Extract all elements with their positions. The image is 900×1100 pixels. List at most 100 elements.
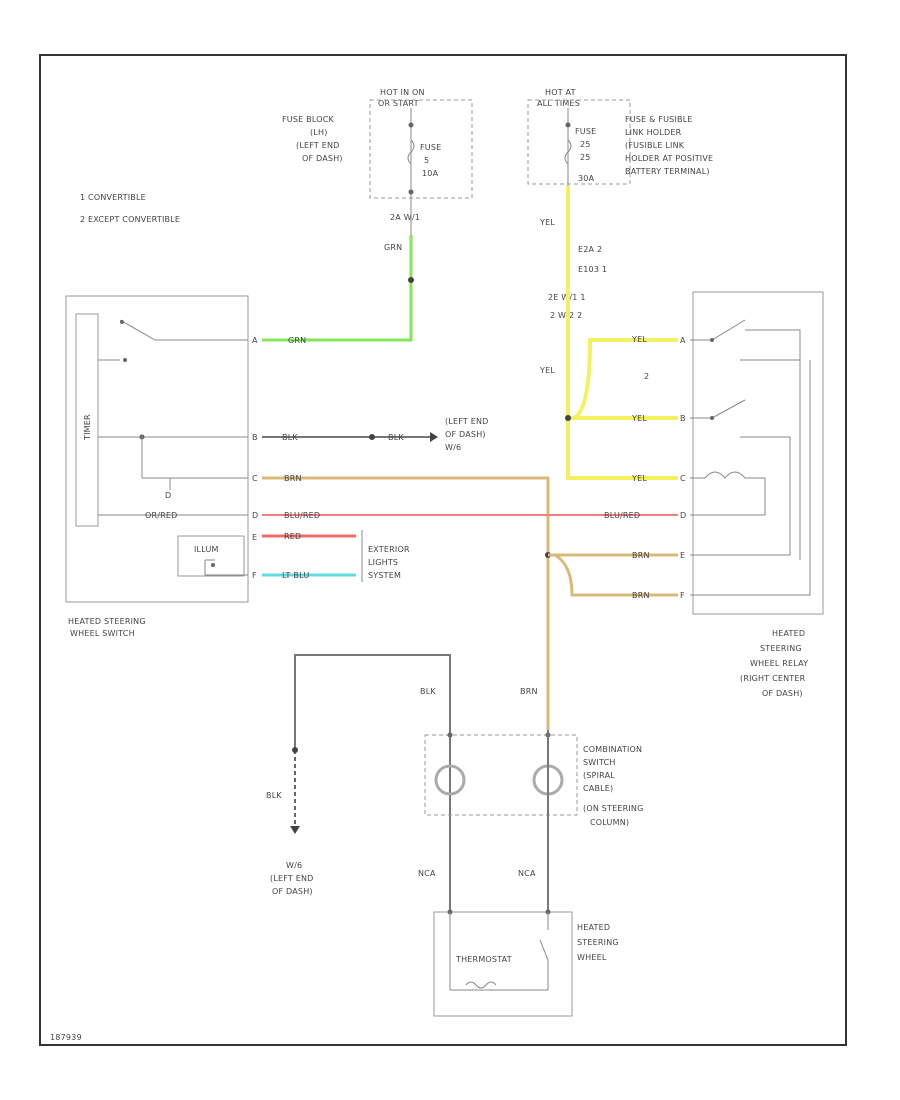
relay-coil — [690, 471, 766, 516]
wire-blk-splice-bottom — [292, 747, 298, 753]
wire-label-nca-left: NCA — [418, 869, 436, 878]
footer-code: 187939 — [50, 1033, 82, 1042]
wire-label-brn-v: BRN — [520, 687, 538, 696]
combination-switch-node-left — [447, 732, 453, 738]
wire-label-yel-mid: YEL — [539, 366, 555, 375]
switch-pin-e: E — [252, 533, 257, 542]
fuse-right-label-4: HOLDER AT POSITIVE — [625, 154, 713, 163]
fuse-left-label-2: (LH) — [310, 128, 328, 137]
relay-return — [690, 360, 811, 596]
relay-variant-2: 2 — [644, 372, 649, 381]
connector-c1: 2A W/1 — [390, 213, 420, 222]
switch-outline — [65, 295, 249, 603]
wire-label-grn-vertical: GRN — [384, 243, 402, 252]
relay-label-2: STEERING — [760, 644, 802, 653]
fuse-left-node-1 — [408, 122, 414, 128]
wire-label-brn-f: BRN — [632, 591, 650, 600]
wire-brn-relay-f — [554, 553, 678, 597]
wire-blk-splice — [369, 434, 375, 440]
heated-steering-wheel: THERMOSTAT HEATED STEERING WHEEL — [433, 909, 619, 1017]
wire-label-yel-c: YEL — [631, 414, 647, 423]
wire-label-brn-h: BRN — [284, 474, 302, 483]
fuse-left-dashed-box — [369, 99, 473, 199]
heated-steering-wheel-relay: A B C D E F HEATED STEERING WHEEL RELAY … — [680, 291, 824, 698]
wire-label-yel-d: YEL — [631, 474, 647, 483]
relay-label-1: HEATED — [772, 629, 805, 638]
relay-outline — [692, 291, 824, 615]
fuse-right-dashed-box — [527, 99, 631, 185]
ground-arrow-bottom — [290, 826, 300, 834]
wire-grn — [262, 235, 413, 342]
relay-label-4: (RIGHT CENTER — [740, 674, 806, 683]
switch-contact-1-node — [123, 358, 127, 362]
relay-pin-b: B — [680, 414, 686, 423]
heated-steering-wheel-switch: TIMER D OR/RED ILLUM HEATED STEERING WHE… — [65, 295, 249, 638]
fuse-right-label-3: (FUSIBLE LINK — [625, 141, 685, 150]
wire-label-blk-h: BLK — [282, 433, 298, 442]
switch-contact-1-pivot — [120, 320, 124, 324]
wire-yel-splice — [565, 415, 571, 421]
thermostat-label: THERMOSTAT — [455, 955, 512, 964]
combination-switch-label-2: SWITCH — [583, 758, 616, 767]
wire-label-blk-v: BLK — [420, 687, 436, 696]
combination-switch-label-6: COLUMN) — [590, 818, 629, 827]
switch-pin-c: C — [252, 474, 258, 483]
exterior-lights-label-3: SYSTEM — [368, 571, 401, 580]
fuse-left-element — [407, 139, 415, 165]
fuse-left-hot-1: HOT IN ON — [380, 88, 425, 97]
switch-contact-1 — [98, 319, 248, 361]
connector-c2: E2A 2 — [578, 245, 602, 254]
switch-timer-label: TIMER — [83, 414, 92, 441]
legend-item-1: 1 CONVERTIBLE — [80, 193, 146, 202]
fuse-block-right: HOT AT ALL TIMES FUSE 25 25 30A FUSE & F… — [527, 88, 713, 186]
switch-pin-d: D — [252, 511, 258, 520]
fuse-left-hot-2: OR START — [378, 99, 419, 108]
connector-c3: E103 1 — [578, 265, 607, 274]
illum-box — [177, 535, 245, 577]
switch-label-2: WHEEL SWITCH — [70, 629, 135, 638]
fuse-left-fuse-3: 10A — [422, 169, 439, 178]
ground-left-label-3: W/6 — [445, 443, 461, 452]
fuse-right-label-1: FUSE & FUSIBLE — [625, 115, 693, 124]
illum-lamp-node — [211, 563, 215, 567]
fuse-left-fuse-1: FUSE — [420, 143, 441, 152]
wire-label-blu-red-right: BLU/RED — [604, 511, 640, 520]
relay-pin-c: C — [680, 474, 686, 483]
wire-label-brn-e: BRN — [632, 551, 650, 560]
relay-node-2 — [710, 416, 714, 420]
heated-wheel-label-3: WHEEL — [577, 953, 607, 962]
wire-label-red: RED — [284, 532, 301, 541]
switch-pin-a: A — [252, 336, 258, 345]
ground-left-label-1: (LEFT END — [445, 417, 489, 426]
fuse-right-element — [564, 139, 572, 165]
relay-label-5: OF DASH) — [762, 689, 803, 698]
wire-label-nca-right: NCA — [518, 869, 536, 878]
wire-label-or-red: OR/RED — [145, 511, 178, 520]
fuse-left-label-1: FUSE BLOCK — [282, 115, 334, 124]
fuse-left-node-2 — [408, 189, 414, 195]
fuse-right-hot-2: ALL TIMES — [537, 99, 580, 108]
illum-lamp — [204, 559, 248, 576]
relay-pin-f: F — [680, 591, 685, 600]
wire-label-lt-blu: LT BLU — [282, 571, 309, 580]
fuse-right-pin-3: 25 — [580, 153, 591, 162]
wire-label-blk-h2: BLK — [388, 433, 404, 442]
switch-pin-b: B — [252, 433, 258, 442]
ground-bottom-label-1: W/6 — [286, 861, 302, 870]
relay-node-1 — [710, 338, 714, 342]
switch-diode-label: D — [165, 491, 171, 500]
relay-label-3: WHEEL RELAY — [750, 659, 808, 668]
ground-left-label-2: OF DASH) — [445, 430, 486, 439]
wire-grn-splice — [408, 277, 414, 283]
fuse-right-pin-1: FUSE — [575, 127, 596, 136]
wire-brn-main — [262, 476, 550, 730]
fuse-left-label-4: OF DASH) — [302, 154, 343, 163]
wire-label-grn-h: GRN — [288, 336, 306, 345]
switch-pin-f: F — [252, 571, 257, 580]
combination-switch-label-3: (SPIRAL — [583, 771, 615, 780]
ground-bottom-label-3: OF DASH) — [272, 887, 313, 896]
heated-wheel-circuit — [449, 912, 549, 991]
heated-wheel-outline — [433, 911, 573, 1017]
fuse-left-fuse-2: 5 — [424, 156, 429, 165]
